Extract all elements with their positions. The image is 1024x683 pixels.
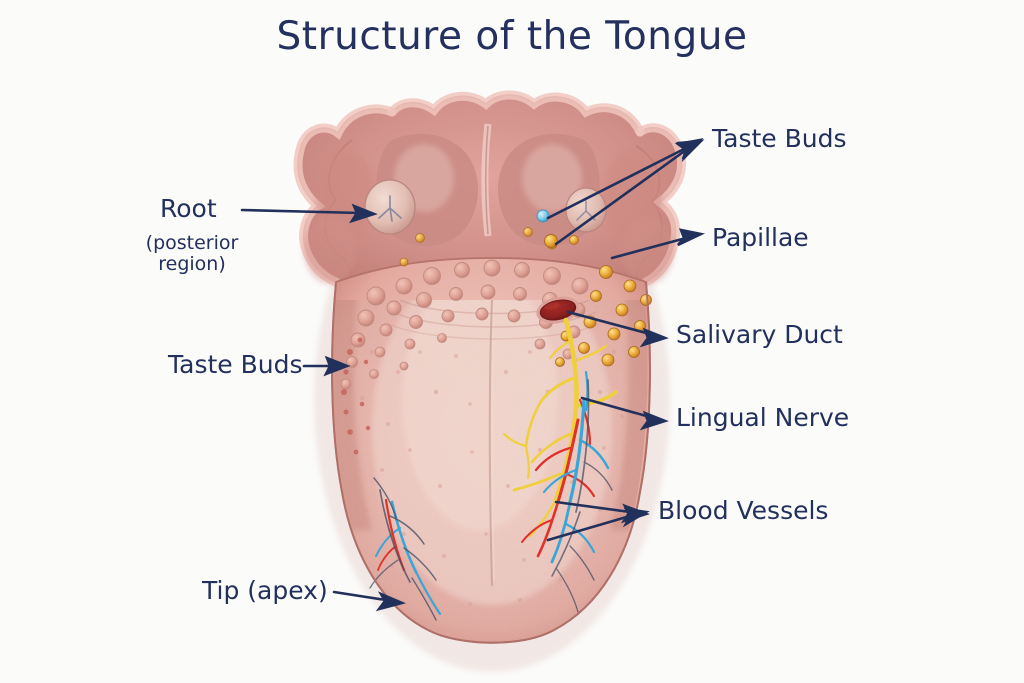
leader-taste-buds-left [302, 355, 351, 377]
leader-salivary-duct [566, 310, 669, 348]
label-root: Root [160, 194, 217, 223]
leader-blood-vessels [546, 500, 650, 542]
lingual-tonsil-nodule [364, 179, 416, 235]
label-root-subtitle: (posterior region) [145, 232, 239, 276]
tongue-figure [293, 90, 686, 672]
salivary-duct [536, 296, 580, 324]
taste-bud-highlighted [536, 209, 550, 223]
leader-root [240, 203, 378, 224]
lingual-tonsil-nodule-right [565, 187, 607, 233]
tongue-root [293, 90, 686, 301]
leader-taste-buds-right [546, 138, 705, 246]
leader-lingual-nerve [580, 396, 669, 431]
label-papillae: Papillae [712, 223, 809, 252]
blood-vessels [369, 370, 613, 621]
label-salivary-duct: Salivary Duct [676, 320, 843, 349]
label-taste-buds-right: Taste Buds [712, 124, 847, 153]
label-taste-buds-left: Taste Buds [168, 350, 303, 379]
page-title: Structure of the Tongue [276, 14, 748, 59]
leader-papillae [610, 228, 706, 260]
label-tip-apex: Tip (apex) [202, 576, 328, 605]
leader-lines [240, 138, 706, 612]
papillae-group [340, 259, 589, 455]
lingual-nerve [502, 317, 618, 538]
label-lingual-nerve: Lingual Nerve [676, 403, 850, 432]
leader-tip [332, 590, 407, 612]
taste-buds-group [399, 209, 652, 367]
marginal-papillae [341, 337, 371, 455]
label-blood-vessels: Blood Vessels [658, 496, 829, 525]
taste-bud-target [544, 234, 558, 248]
